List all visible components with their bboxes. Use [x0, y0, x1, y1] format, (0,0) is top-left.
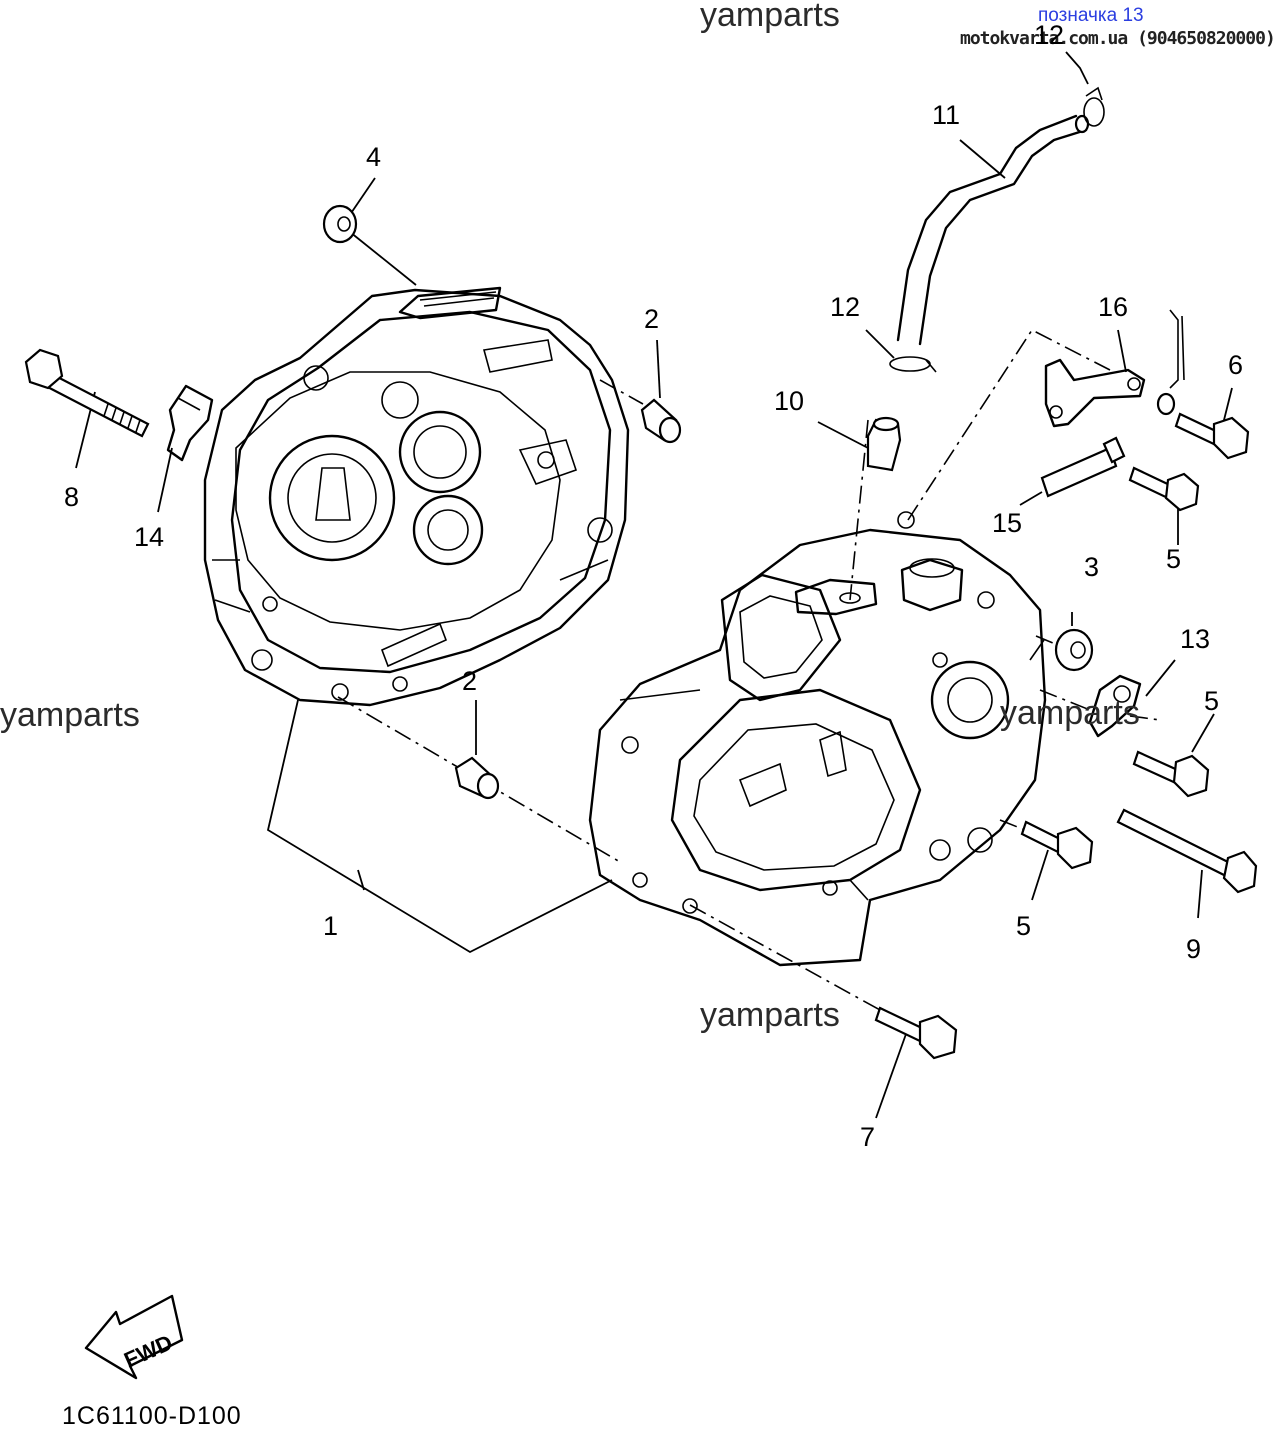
dowel-pin-part-2-lower — [454, 756, 500, 800]
callout-numbers: 1 2 2 3 4 5 5 5 6 7 8 9 10 11 12 12 13 1… — [64, 20, 1243, 1152]
callout-14: 14 — [134, 522, 164, 552]
washer-part-4 — [322, 204, 358, 244]
breather-hose-part-11 — [896, 114, 1090, 346]
callout-15: 15 — [992, 508, 1022, 538]
callout-12-lower: 12 — [830, 292, 860, 322]
callout-5-c: 5 — [1016, 911, 1031, 941]
bolt-part-6 — [1174, 412, 1250, 460]
callout-7: 7 — [860, 1122, 875, 1152]
callout-2-lower: 2 — [462, 666, 477, 696]
watermark-bottom: yamparts — [700, 996, 840, 1034]
fwd-label: FWD — [120, 1330, 176, 1373]
hose-clip-part-12-lower — [889, 356, 937, 373]
long-bolt-part-8 — [24, 348, 150, 438]
clamp-part-14 — [166, 384, 214, 462]
right-crankcase-half — [588, 511, 1047, 967]
clamp-part-13 — [1088, 674, 1142, 738]
reference-tag: позначка 13 — [1038, 5, 1144, 26]
callout-13: 13 — [1180, 624, 1210, 654]
callout-6: 6 — [1228, 350, 1243, 380]
source-site: motokvarta.com.ua (904650820000) — [960, 28, 1276, 49]
watermark-left: yamparts — [0, 696, 140, 734]
bolt-part-5-c — [1020, 820, 1094, 870]
long-bolt-part-9 — [1116, 808, 1258, 894]
callout-9: 9 — [1186, 934, 1201, 964]
watermark-top: yamparts — [700, 0, 840, 34]
plate-part-15 — [1040, 436, 1126, 498]
leader-lines — [75, 51, 1233, 1119]
callout-5-a: 5 — [1166, 544, 1181, 574]
callout-8: 8 — [64, 482, 79, 512]
bolt-part-5-b — [1132, 750, 1210, 798]
callout-4: 4 — [366, 142, 381, 172]
washer-part-3 — [1054, 628, 1094, 672]
breather-fitting-part-10 — [866, 416, 902, 472]
hardware-parts — [24, 86, 1258, 1060]
callout-5-b: 5 — [1204, 686, 1219, 716]
alignment-lines — [337, 328, 1161, 1011]
watermark-right: yamparts — [1000, 694, 1140, 732]
callout-12-upper: 12 — [1034, 20, 1064, 50]
callout-11: 11 — [932, 100, 960, 130]
bolt-part-7 — [874, 1006, 958, 1060]
hose-clip-part-12-upper — [1083, 86, 1105, 127]
bracket-part-16 — [1044, 358, 1146, 428]
bolt-part-5-a — [1128, 466, 1200, 512]
callout-16: 16 — [1098, 292, 1128, 322]
callout-10: 10 — [774, 386, 804, 416]
dowel-pin-part-2-upper — [640, 398, 682, 444]
diagram-code: 1C61100-D100 — [62, 1402, 242, 1430]
callout-3: 3 — [1084, 552, 1099, 582]
watermarks: yamparts yamparts yamparts yamparts — [0, 0, 1140, 1034]
left-crankcase-half — [203, 286, 630, 707]
forward-arrow: FWD — [84, 1294, 184, 1380]
callout-1: 1 — [323, 911, 338, 941]
callout-2-upper: 2 — [644, 304, 659, 334]
ground-wire — [1156, 309, 1185, 416]
